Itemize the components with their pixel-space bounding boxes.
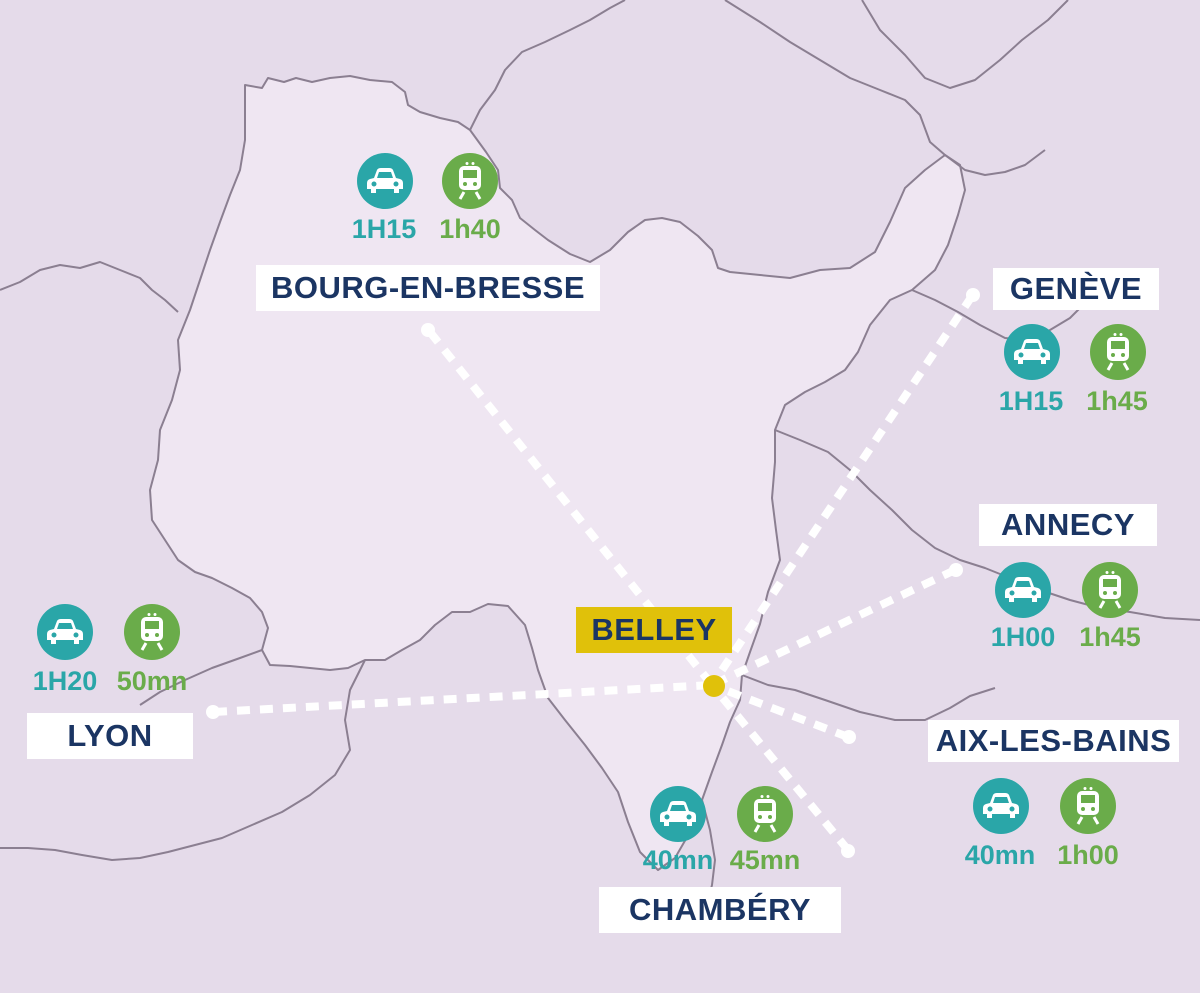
border-northeast — [724, 0, 946, 156]
label-lyon: LYON — [27, 713, 193, 759]
hub-label: BELLEY — [576, 607, 732, 653]
car-icon — [650, 786, 706, 842]
department-area — [149, 75, 966, 871]
train-icon — [1082, 562, 1138, 618]
endpoint-aix — [842, 730, 856, 744]
label-aix: AIX-LES-BAINS — [928, 720, 1179, 762]
border-jura — [861, 0, 1069, 89]
route-geneve — [708, 293, 976, 688]
car-time-geneve: 1H15 — [998, 386, 1064, 416]
endpoint-bourg — [421, 323, 435, 337]
endpoint-geneve — [966, 288, 980, 302]
train-time-geneve: 1h45 — [1086, 386, 1148, 416]
car-icon — [995, 562, 1051, 618]
border-savoie — [741, 674, 996, 721]
train-icon — [124, 604, 180, 660]
hub-marker — [703, 675, 725, 697]
train-time-chambery: 45mn — [729, 845, 801, 875]
border-southwest — [0, 659, 366, 861]
label-annecy: ANNECY — [979, 504, 1157, 546]
car-icon — [37, 604, 93, 660]
car-time-aix: 40mn — [964, 840, 1036, 870]
train-icon — [442, 153, 498, 209]
train-icon — [1090, 324, 1146, 380]
car-time-chambery: 40mn — [642, 845, 714, 875]
route-lyon — [213, 681, 713, 716]
border-west-lyon — [139, 649, 263, 706]
train-icon — [1060, 778, 1116, 834]
route-endpoints — [206, 288, 980, 858]
label-bourg: BOURG-EN-BRESSE — [256, 265, 600, 311]
route-aix — [710, 681, 850, 741]
endpoint-lyon — [206, 705, 220, 719]
route-chambery — [708, 682, 852, 853]
train-time-lyon: 50mn — [116, 666, 188, 696]
border-switzerland — [944, 149, 1046, 176]
border-northwest — [0, 261, 179, 313]
train-icon — [737, 786, 793, 842]
car-time-annecy: 1H00 — [990, 622, 1056, 652]
train-time-annecy: 1h45 — [1079, 622, 1141, 652]
car-icon — [973, 778, 1029, 834]
train-time-bourg: 1h40 — [439, 214, 501, 244]
car-icon — [357, 153, 413, 209]
label-chambery: CHAMBÉRY — [599, 887, 841, 933]
car-time-lyon: 1H20 — [32, 666, 98, 696]
car-icon — [1004, 324, 1060, 380]
train-time-aix: 1h00 — [1057, 840, 1119, 870]
label-geneve: GENÈVE — [993, 268, 1159, 310]
car-time-bourg: 1H15 — [351, 214, 417, 244]
endpoint-annecy — [949, 563, 963, 577]
border-north — [469, 0, 626, 131]
endpoint-chambery — [841, 844, 855, 858]
